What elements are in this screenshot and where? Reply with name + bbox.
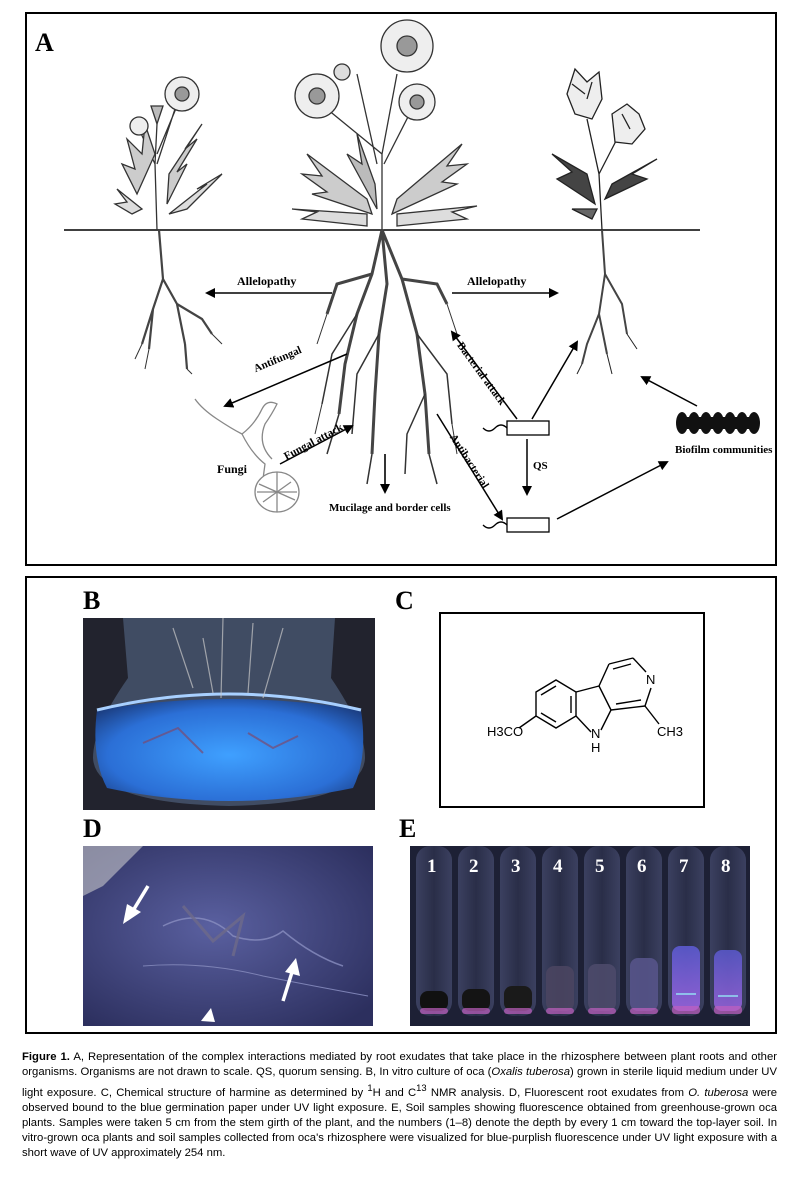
right-plant	[551, 67, 658, 375]
panel-a: A Allelopathy Allelopathy Antifungal Fun…	[25, 12, 777, 566]
panel-b-label: B	[83, 586, 101, 615]
label-methoxy: H3CO	[487, 724, 524, 739]
fungi-drawing	[194, 398, 300, 513]
caption-species-1: Oxalis tuberosa	[491, 1066, 570, 1078]
tube-label-3: 3	[511, 856, 521, 877]
tube-label-5: 5	[595, 856, 605, 877]
label-methyl: CH3	[657, 724, 684, 739]
left-plant	[113, 76, 223, 375]
caption-text-5: were observed bound to the blue germinat…	[22, 1086, 777, 1159]
label-allelopathy-right: Allelopathy	[467, 274, 527, 288]
caption-sup-1: 1	[367, 1082, 373, 1093]
harmine-structure	[518, 657, 660, 733]
tube-label-6: 6	[637, 856, 647, 877]
label-allelopathy-left: Allelopathy	[237, 274, 297, 288]
caption-text-4: NMR analysis. D, Fluorescent root exudat…	[426, 1086, 689, 1099]
panel-e-photo: 1 2 3 4 5 6 7 8	[410, 846, 750, 1026]
bacterium-top	[482, 420, 550, 436]
tube-label-4: 4	[553, 856, 563, 877]
figure-caption: Figure 1. A, Representation of the compl…	[22, 1050, 777, 1161]
label-nh: N	[591, 726, 601, 741]
tube-label-8: 8	[721, 856, 731, 877]
biofilm-cluster	[676, 412, 760, 434]
panel-d-label: D	[83, 814, 102, 843]
panel-e-label: E	[399, 814, 417, 843]
panel-b-to-e: B C	[25, 576, 777, 1034]
bacterium-bottom	[482, 517, 550, 533]
panel-a-illustration	[64, 19, 760, 533]
tube-label-1: 1	[427, 856, 437, 877]
panel-c-structure-box: H3CO N H N CH3	[439, 612, 705, 808]
panel-a-label: A	[35, 28, 54, 57]
tube-label-2: 2	[469, 856, 479, 877]
center-plant	[291, 19, 478, 494]
panel-c-label: C	[395, 586, 414, 615]
label-h: H	[591, 740, 601, 755]
label-qs: QS	[533, 460, 548, 472]
caption-species-2: O. tuberosa	[688, 1086, 749, 1099]
panel-b-photo	[83, 618, 375, 810]
figure-label: Figure 1.	[22, 1051, 70, 1063]
tube-label-7: 7	[679, 856, 689, 877]
caption-text-3: H and C	[372, 1086, 417, 1099]
caption-text-2: ) grown in sterile liquid medium under U…	[22, 1066, 777, 1099]
label-mucilage: Mucilage and border cells	[329, 502, 451, 514]
caption-text-1: A, Representation of the complex interac…	[22, 1051, 777, 1078]
caption-sup-2: 13	[416, 1082, 427, 1093]
panel-d-photo	[83, 846, 373, 1026]
label-biofilm: Biofilm communities	[675, 444, 773, 456]
label-n: N	[646, 672, 656, 687]
label-fungi: Fungi	[217, 462, 248, 476]
